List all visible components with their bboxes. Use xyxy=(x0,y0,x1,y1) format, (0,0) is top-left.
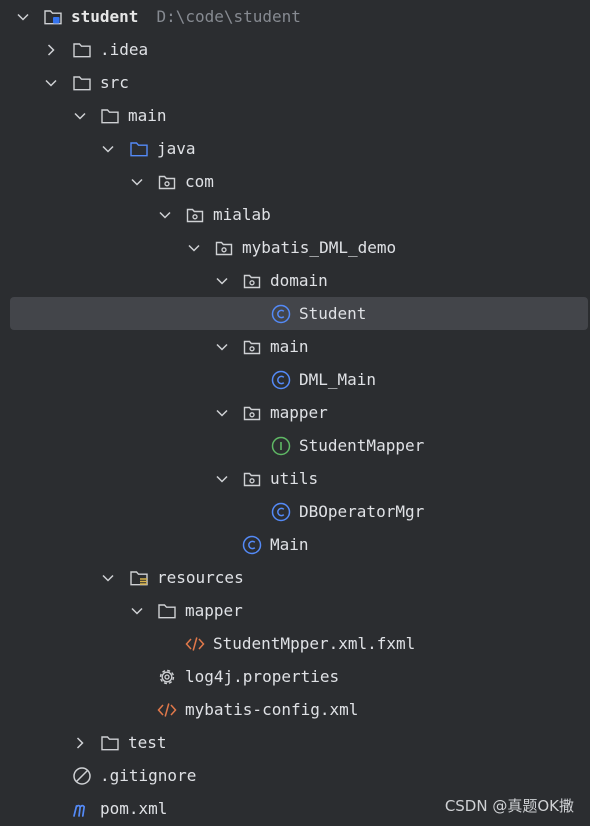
package-icon xyxy=(241,336,263,358)
resources-folder-icon xyxy=(128,567,150,589)
tree-item-label: StudentMapper xyxy=(299,436,425,455)
tree-item-log4j-properties[interactable]: log4j.properties xyxy=(0,660,590,693)
tree-item-student-mapper[interactable]: StudentMapper xyxy=(0,429,590,462)
tree-item-label: StudentMpper.xml.fxml xyxy=(213,634,416,653)
chevron-right-icon[interactable] xyxy=(44,43,58,57)
package-icon xyxy=(241,270,263,292)
tree-item-label: mapper xyxy=(185,601,243,620)
xml-icon xyxy=(184,633,206,655)
chevron-down-icon[interactable] xyxy=(73,109,87,123)
tree-item-label: utils xyxy=(270,469,319,488)
tree-item-mialab[interactable]: mialab xyxy=(0,198,590,231)
chevron-right-icon[interactable] xyxy=(73,736,87,750)
tree-item-label: mialab xyxy=(213,205,271,224)
tree-item-domain[interactable]: domain xyxy=(0,264,590,297)
tree-item-pom-xml[interactable]: pom.xml xyxy=(0,792,590,825)
tree-item-label: domain xyxy=(270,271,328,290)
tree-item-mapper-package[interactable]: mapper xyxy=(0,396,590,429)
class-icon xyxy=(241,534,263,556)
module-folder-icon xyxy=(42,6,64,28)
chevron-down-icon[interactable] xyxy=(130,604,144,618)
class-icon xyxy=(270,369,292,391)
tree-item-idea[interactable]: .idea xyxy=(0,33,590,66)
chevron-down-icon[interactable] xyxy=(16,10,30,24)
tree-item-label: DML_Main xyxy=(299,370,377,389)
package-icon xyxy=(156,171,178,193)
tree-item-label: main xyxy=(270,337,309,356)
tree-item-resources[interactable]: resources xyxy=(0,561,590,594)
tree-item-label: main xyxy=(128,106,167,125)
folder-icon xyxy=(99,105,121,127)
package-icon xyxy=(241,402,263,424)
tree-item-label: .gitignore xyxy=(100,766,197,785)
chevron-down-icon[interactable] xyxy=(215,406,229,420)
class-icon xyxy=(270,303,292,325)
package-icon xyxy=(184,204,206,226)
tree-item-mapper-folder[interactable]: mapper xyxy=(0,594,590,627)
tree-item-label: src xyxy=(100,73,129,92)
chevron-down-icon[interactable] xyxy=(158,208,172,222)
package-icon xyxy=(213,237,235,259)
folder-icon xyxy=(156,600,178,622)
tree-item-dboperatormgr[interactable]: DBOperatorMgr xyxy=(0,495,590,528)
tree-item-label: mybatis-config.xml xyxy=(185,700,359,719)
chevron-down-icon[interactable] xyxy=(44,76,58,90)
tree-item-label: com xyxy=(185,172,214,191)
gear-icon xyxy=(156,666,178,688)
interface-icon xyxy=(270,435,292,457)
tree-item-utils[interactable]: utils xyxy=(0,462,590,495)
tree-item-main-package[interactable]: main xyxy=(0,330,590,363)
tree-item-main[interactable]: main xyxy=(0,99,590,132)
tree-item-label: log4j.properties xyxy=(185,667,340,686)
tree-item-java[interactable]: java xyxy=(0,132,590,165)
tree-item-student-class[interactable]: Student xyxy=(10,297,588,330)
chevron-down-icon[interactable] xyxy=(215,472,229,486)
tree-item-main-class[interactable]: Main xyxy=(0,528,590,561)
chevron-down-icon[interactable] xyxy=(101,142,115,156)
tree-item-label: DBOperatorMgr xyxy=(299,502,425,521)
tree-item-studentmpper-xml[interactable]: StudentMpper.xml.fxml xyxy=(0,627,590,660)
class-icon xyxy=(270,501,292,523)
chevron-down-icon[interactable] xyxy=(130,175,144,189)
tree-item-gitignore[interactable]: .gitignore xyxy=(0,759,590,792)
tree-item-label: java xyxy=(157,139,196,158)
tree-item-label: resources xyxy=(157,568,244,587)
root-path: D:\code\student xyxy=(156,7,301,26)
tree-item-label: test xyxy=(128,733,167,752)
tree-item-mybatis-dml-demo[interactable]: mybatis_DML_demo xyxy=(0,231,590,264)
tree-item-dml-main[interactable]: DML_Main xyxy=(0,363,590,396)
source-root-folder-icon xyxy=(128,138,150,160)
tree-item-com[interactable]: com xyxy=(0,165,590,198)
chevron-down-icon[interactable] xyxy=(215,340,229,354)
tree-item-src[interactable]: src xyxy=(0,66,590,99)
xml-icon xyxy=(156,699,178,721)
folder-icon xyxy=(71,72,93,94)
tree-item-test[interactable]: test xyxy=(0,726,590,759)
package-icon xyxy=(241,468,263,490)
tree-item-label: .idea xyxy=(100,40,149,59)
maven-icon xyxy=(71,798,93,820)
ignore-file-icon xyxy=(71,765,93,787)
tree-item-label: Main xyxy=(270,535,309,554)
folder-icon xyxy=(71,39,93,61)
chevron-down-icon[interactable] xyxy=(187,241,201,255)
tree-item-label: pom.xml xyxy=(100,799,168,818)
folder-icon xyxy=(99,732,121,754)
chevron-down-icon[interactable] xyxy=(101,571,115,585)
tree-item-mybatis-config-xml[interactable]: mybatis-config.xml xyxy=(0,693,590,726)
tree-item-label: mybatis_DML_demo xyxy=(242,238,397,257)
csdn-watermark: CSDN @真题OK撒 xyxy=(444,797,574,815)
tree-item-label: mapper xyxy=(270,403,328,422)
tree-item-label: Student xyxy=(299,304,367,323)
chevron-down-icon[interactable] xyxy=(215,274,229,288)
